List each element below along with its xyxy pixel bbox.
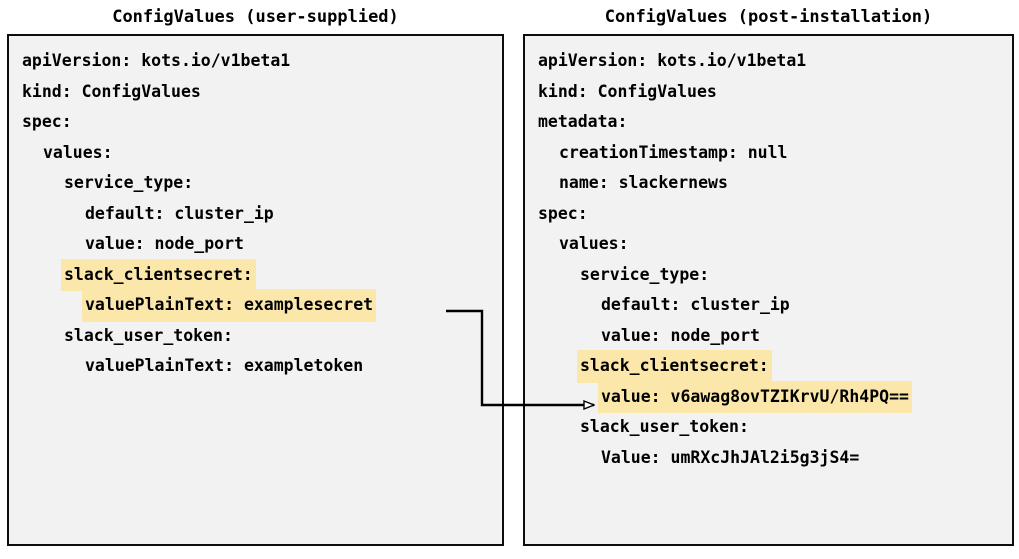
left-panel-code-block: apiVersion: kots.io/v1beta1 kind: ConfigV… [9, 45, 502, 544]
left-panel-box: apiVersion: kots.io/v1beta1 kind: ConfigV… [7, 34, 504, 546]
code-line-text: default: cluster_ip [85, 203, 274, 223]
code-line-text: creationTimestamp: null [559, 142, 788, 162]
code-line-text: kind: ConfigValues [22, 81, 201, 101]
code-line-text: spec: [538, 203, 588, 223]
code-line: Value: umRXcJhJAl2i5g3jS4= [525, 442, 1012, 473]
code-line: values: [9, 137, 502, 168]
code-line: apiVersion: kots.io/v1beta1 [525, 45, 1012, 76]
code-line: slack_user_token: [9, 320, 502, 351]
code-line: value: v6awag8ovTZIKrvU/Rh4PQ== [525, 380, 1012, 413]
left-panel-title: ConfigValues (user-supplied) [112, 7, 399, 27]
code-line: name: slackernews [525, 167, 1012, 198]
code-line-text: slack_user_token: [580, 417, 749, 436]
code-line-text: default: cluster_ip [601, 295, 790, 314]
code-line: apiVersion: kots.io/v1beta1 [9, 45, 502, 76]
code-line: service_type: [525, 259, 1012, 290]
code-line-text: apiVersion: kots.io/v1beta1 [538, 51, 807, 70]
code-line: valuePlainText: exampletoken [9, 350, 502, 381]
config-values-user-supplied-panel: ConfigValues (user-supplied) apiVersion:… [7, 0, 504, 559]
code-line-text: metadata: [538, 112, 628, 131]
code-line: default: cluster_ip [9, 198, 502, 229]
code-line: slack_user_token: [525, 411, 1012, 442]
right-panel-box: apiVersion: kots.io/v1beta1 kind: ConfigV… [523, 34, 1014, 546]
code-line: spec: [9, 106, 502, 137]
code-line-text: kind: ConfigValues [538, 81, 717, 101]
code-line-text: name: slackernews [559, 173, 728, 192]
code-line-text: values: [559, 234, 629, 253]
code-line-text: value: node_port [85, 234, 244, 253]
code-line-text: valuePlainText: exampletoken [85, 356, 364, 375]
code-line: service_type: [9, 167, 502, 198]
code-line: creationTimestamp: null [525, 137, 1012, 168]
code-line-text: value: v6awag8ovTZIKrvU/Rh4PQ== [598, 380, 912, 413]
code-line: value: node_port [525, 320, 1012, 351]
code-line: values: [525, 228, 1012, 259]
code-line-text: apiVersion: kots.io/v1beta1 [22, 51, 291, 70]
code-line-text: slack_user_token: [64, 325, 233, 345]
right-panel-title: ConfigValues (post-installation) [604, 7, 933, 27]
code-line: value: node_port [9, 228, 502, 259]
code-line-text: slack_clientsecret: [61, 258, 256, 291]
code-line: kind: ConfigValues [9, 76, 502, 107]
code-line: valuePlainText: examplesecret [9, 289, 502, 322]
code-line-text: value: node_port [601, 325, 760, 345]
code-line: metadata: [525, 106, 1012, 137]
right-panel-code-block: apiVersion: kots.io/v1beta1 kind: ConfigV… [525, 45, 1012, 544]
config-values-post-installation-panel: ConfigValues (post-installation) apiVers… [523, 0, 1014, 559]
code-line-text: slack_clientsecret: [577, 350, 772, 383]
code-line-text: Value: umRXcJhJAl2i5g3jS4= [601, 447, 860, 467]
code-line-text: service_type: [580, 264, 710, 284]
code-line: kind: ConfigValues [525, 76, 1012, 107]
code-line: slack_clientsecret: [9, 258, 502, 291]
code-line: slack_clientsecret: [525, 350, 1012, 383]
code-line-text: values: [43, 142, 113, 162]
code-line: default: cluster_ip [525, 289, 1012, 320]
code-line-text: service_type: [64, 173, 194, 192]
code-line: spec: [525, 198, 1012, 229]
code-line-text: spec: [22, 112, 72, 131]
code-line-text: valuePlainText: examplesecret [82, 289, 377, 322]
